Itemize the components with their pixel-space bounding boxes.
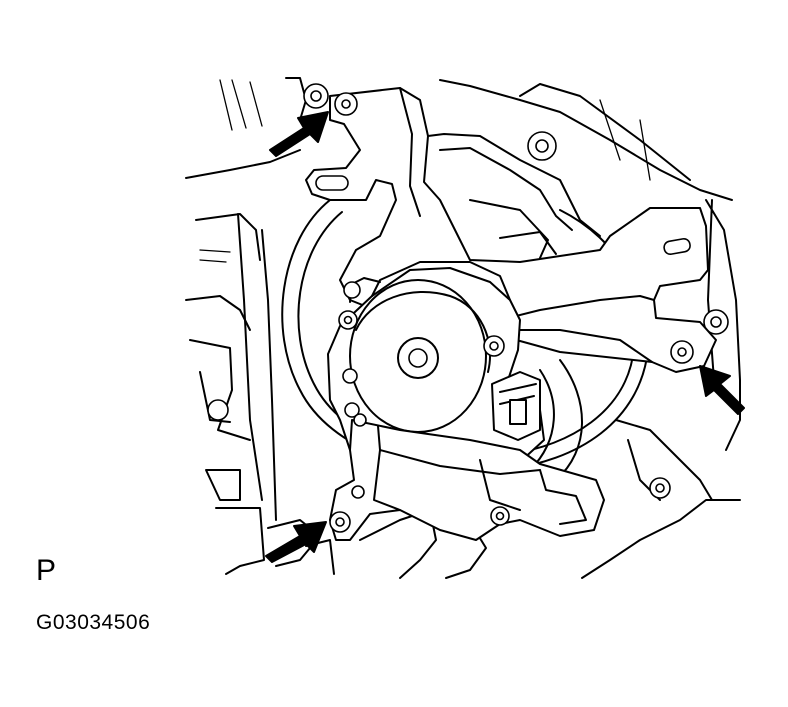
arrow-icon [265,521,327,563]
heater-housing-background [185,77,741,579]
figure-code-label: G03034506 [36,611,151,634]
lower-mount [329,413,605,541]
arrow-icon [699,365,745,415]
arrow-icon [269,111,329,157]
view-letter-label: P [36,554,57,587]
servo-motor [327,261,545,485]
